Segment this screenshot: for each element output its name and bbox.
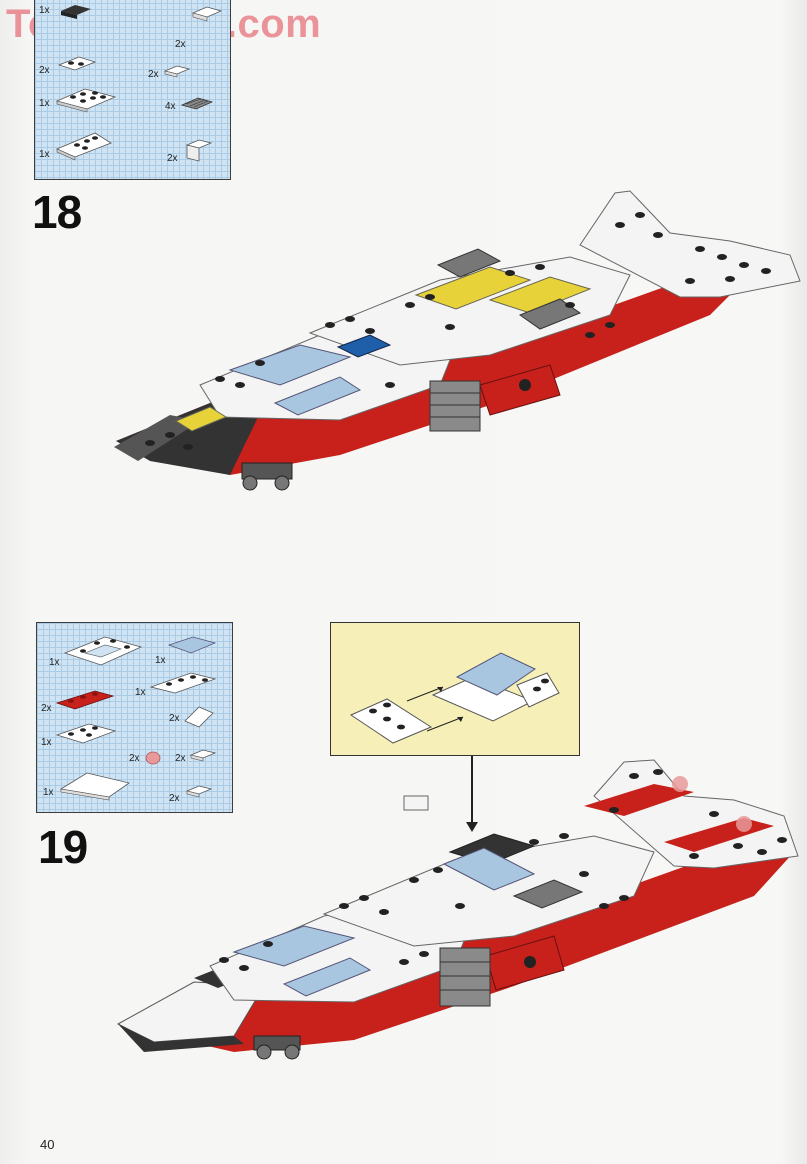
arrow-head-icon: [466, 822, 478, 832]
part-qty: 1x: [135, 687, 146, 698]
part-qty: 2x: [39, 65, 50, 76]
frame-plate-icon: [63, 636, 143, 666]
step-number: 19: [38, 821, 88, 873]
part-qty: 4x: [165, 101, 176, 112]
part-qty: 2x: [41, 703, 52, 714]
plate-icon: [57, 56, 97, 71]
part-qty: 2x: [175, 753, 186, 764]
red-plate-icon: [55, 690, 115, 710]
part-qty: 2x: [175, 39, 186, 50]
brick-icon: [61, 5, 91, 19]
step-number: 18: [32, 186, 82, 238]
plate-2x4-icon: [55, 723, 117, 744]
slope-icon: [184, 706, 214, 728]
step-18-model: [114, 190, 801, 491]
part-qty: 1x: [155, 655, 166, 666]
grille-tile-icon: [180, 97, 214, 110]
part-qty: 1x: [41, 737, 52, 748]
page-number: 40: [40, 1137, 55, 1152]
callout-arrow: [471, 756, 473, 830]
hinge-assembly-illustration: [349, 652, 560, 744]
plate-2x2-icon: [191, 6, 223, 22]
plate-2x4-icon: [55, 88, 117, 113]
tile-icon: [185, 785, 213, 798]
parts-list-step-18: 1x 2x 2x 2x 1x 4x: [34, 0, 231, 180]
tile-icon: [163, 65, 191, 78]
part-qty: 2x: [167, 153, 178, 164]
tile-icon: [189, 749, 217, 762]
bracket-icon: [185, 139, 213, 162]
part-qty: 2x: [129, 753, 140, 764]
part-qty: 1x: [39, 5, 50, 16]
part-qty: 1x: [39, 149, 50, 160]
part-qty: 2x: [148, 69, 159, 80]
hinge-plate-icon: [149, 672, 217, 694]
wedge-plate-icon: [55, 132, 112, 161]
sub-assembly-callout: [330, 622, 580, 756]
wedge-nose-icon: [59, 772, 130, 801]
part-qty: 1x: [39, 98, 50, 109]
part-qty: 2x: [169, 793, 180, 804]
part-qty: 2x: [169, 713, 180, 724]
part-qty: 1x: [49, 657, 60, 668]
part-qty: 1x: [43, 787, 54, 798]
parts-list-step-19: 1x 1x 2x 1x 2x 1x: [36, 622, 233, 813]
windscreen-icon: [167, 636, 217, 654]
round-plate-icon: [145, 751, 161, 765]
step-19-model: [116, 759, 799, 1060]
